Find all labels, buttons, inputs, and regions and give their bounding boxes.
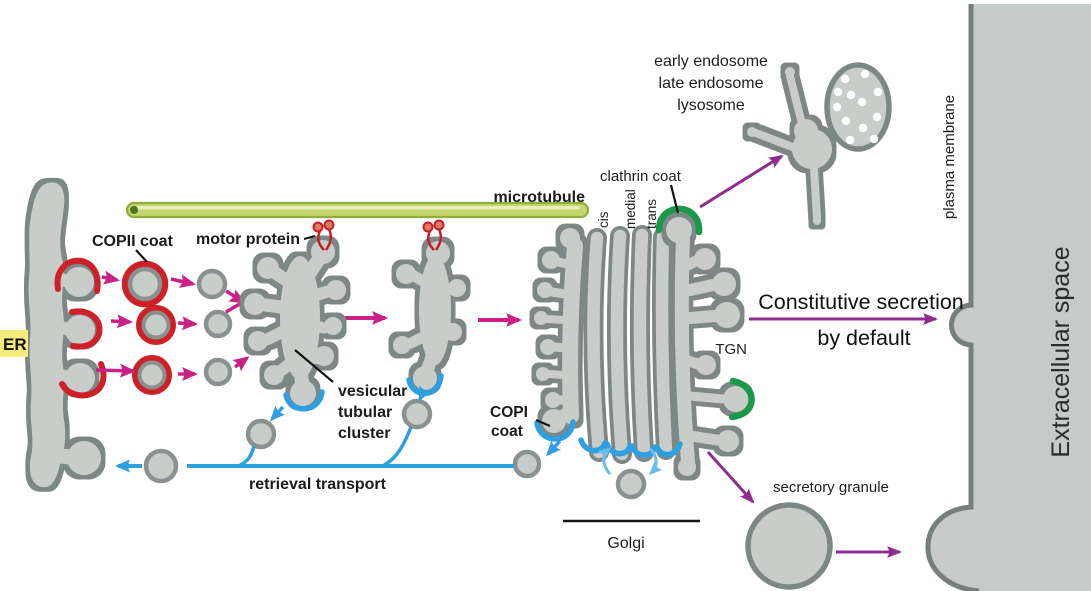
cis-label: cis [596, 211, 611, 228]
vesicle [512, 449, 542, 479]
cisterna [606, 226, 632, 464]
retrieval-vesicles [143, 398, 647, 500]
microtubule-minus-end [130, 206, 138, 214]
trans-label: trans [644, 199, 659, 229]
clathrin-pointer [669, 184, 680, 214]
microtubule [125, 201, 590, 219]
arrow-to-secretory-granule [706, 450, 755, 504]
arrow-to-endosome [699, 154, 784, 209]
clathrin-coat-label: clathrin coat [600, 168, 682, 185]
cisterna [652, 227, 676, 460]
secretion-arrows [699, 154, 938, 558]
tgn-label: TGN [715, 341, 747, 358]
clathrin-coat-crescents [655, 205, 755, 421]
copii-coated-vesicles [121, 260, 176, 395]
vesicular-tubular-cluster-2 [393, 241, 466, 390]
vesicle [401, 398, 433, 430]
vesicle [615, 468, 647, 500]
vesicle [245, 418, 277, 450]
vtc-pointer [294, 349, 334, 383]
motor-protein-2 [422, 219, 445, 251]
secretory-granule [745, 502, 833, 590]
vtc-label-line2: tubular [338, 404, 392, 421]
cisterna [629, 225, 654, 462]
retrieval-transport-label: retrieval transport [249, 476, 387, 493]
extracellular-space-area [927, 4, 1091, 591]
early-endosome-label: early endosome [654, 53, 768, 70]
copii-coat-crescents [54, 257, 107, 399]
motor-protein-pointer [303, 234, 316, 241]
vesicle [203, 309, 233, 339]
er-label-highlight [0, 330, 28, 357]
motor-protein-1 [312, 219, 335, 251]
er-label: ER [3, 335, 27, 354]
pointer-lines [135, 184, 700, 523]
lysosome [824, 62, 892, 152]
vesicle-fusion-arrow [225, 289, 246, 304]
copi-pointer [535, 418, 551, 428]
golgi-cisternae [583, 225, 676, 464]
plasma-membrane-label: plasma membrane [941, 95, 958, 219]
motor-protein-label: motor protein [196, 231, 300, 248]
golgi-label: Golgi [607, 535, 644, 552]
cisterna [583, 228, 609, 462]
golgi-recycling-arrows [597, 447, 662, 476]
vtc-label-line1: vesicular [338, 383, 407, 400]
er-organelle [29, 182, 101, 487]
plasma-membrane-line [925, 4, 980, 591]
vtc-label-line3: cluster [338, 425, 390, 442]
medial-label: medial [623, 189, 638, 229]
microtubule-label: microtubule [493, 189, 585, 206]
copii-coat-label: COPII coat [92, 233, 174, 250]
copi-coat-label-line1: COPI [490, 404, 528, 421]
vesicle [143, 448, 179, 484]
constitutive-secretion-line1: Constitutive secretion [758, 290, 964, 314]
constitutive-secretion-line2: by default [817, 326, 910, 350]
golgi-cis-network [534, 228, 580, 433]
lysosome-label: lysosome [677, 97, 745, 114]
coated-vesicle [121, 260, 169, 308]
copii-pointer [135, 249, 148, 263]
transport-vesicles [196, 268, 233, 387]
secretory-granule-label: secretory granule [773, 479, 889, 496]
anterograde-arrows [95, 270, 522, 381]
vesicle [203, 357, 233, 387]
vesicle [196, 268, 228, 300]
coated-vesicle [132, 355, 172, 395]
late-endosome-label: late endosome [659, 75, 764, 92]
extracellular-space-label: Extracellular space [1047, 246, 1075, 457]
plasma-membrane-region [925, 4, 1091, 591]
coated-vesicle [136, 305, 176, 345]
copi-coat-label-line2: coat [491, 423, 523, 440]
retrieval-transport-arrows [115, 385, 562, 473]
